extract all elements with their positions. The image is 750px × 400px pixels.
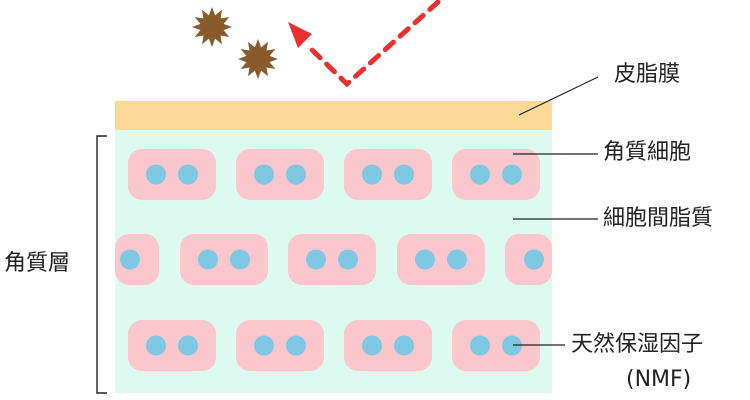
nucleus [362,335,382,356]
nucleus [198,249,218,270]
stratum-corneum-bracket [96,135,107,394]
corneocyte-label: 角質細胞 [603,140,692,165]
sebum-film-label: 皮脂膜 [614,62,681,87]
nucleus [178,335,198,356]
corneocyte-cell [452,320,540,371]
leader-lines [513,76,599,346]
nucleus [178,164,198,185]
corneocyte-cell [128,149,216,200]
corneocyte-cell [288,234,376,285]
nucleus [447,249,467,270]
nucleus [146,164,166,185]
nucleus [524,249,544,270]
corneocyte-cell [128,320,216,371]
corneocyte-cell [236,149,324,200]
corneocyte-cell [180,234,268,285]
corneocyte-cell [236,320,324,371]
nucleus [502,335,522,356]
corneocyte-cell [344,320,432,371]
nmf-label: 天然保湿因子 [571,332,704,357]
corneocyte-cells [115,149,552,371]
nucleus [470,335,490,356]
nucleus [286,164,306,185]
nmf-abbr-label: (NMF) [626,367,692,392]
nucleus [254,164,274,185]
nucleus [146,335,166,356]
nucleus [470,164,490,185]
nucleus [306,249,326,270]
nucleus [254,335,274,356]
nucleus [394,335,414,356]
corneocyte-cell [397,234,485,285]
intercellular-lipid-label: 細胞間脂質 [603,206,714,231]
nucleus [394,164,414,185]
nucleus [502,164,522,185]
corneocyte-cell [344,149,432,200]
nucleus [338,249,358,270]
irritant-particle-icon [192,7,278,79]
sebum-film-layer [115,101,552,130]
stratum-corneum-label: 角質層 [4,251,71,276]
nucleus [120,249,140,270]
nucleus [230,249,250,270]
uv-ray-arrow-icon [288,0,441,88]
nucleus [415,249,435,270]
corneocyte-cell [452,149,540,200]
nucleus [286,335,306,356]
nucleus [362,164,382,185]
